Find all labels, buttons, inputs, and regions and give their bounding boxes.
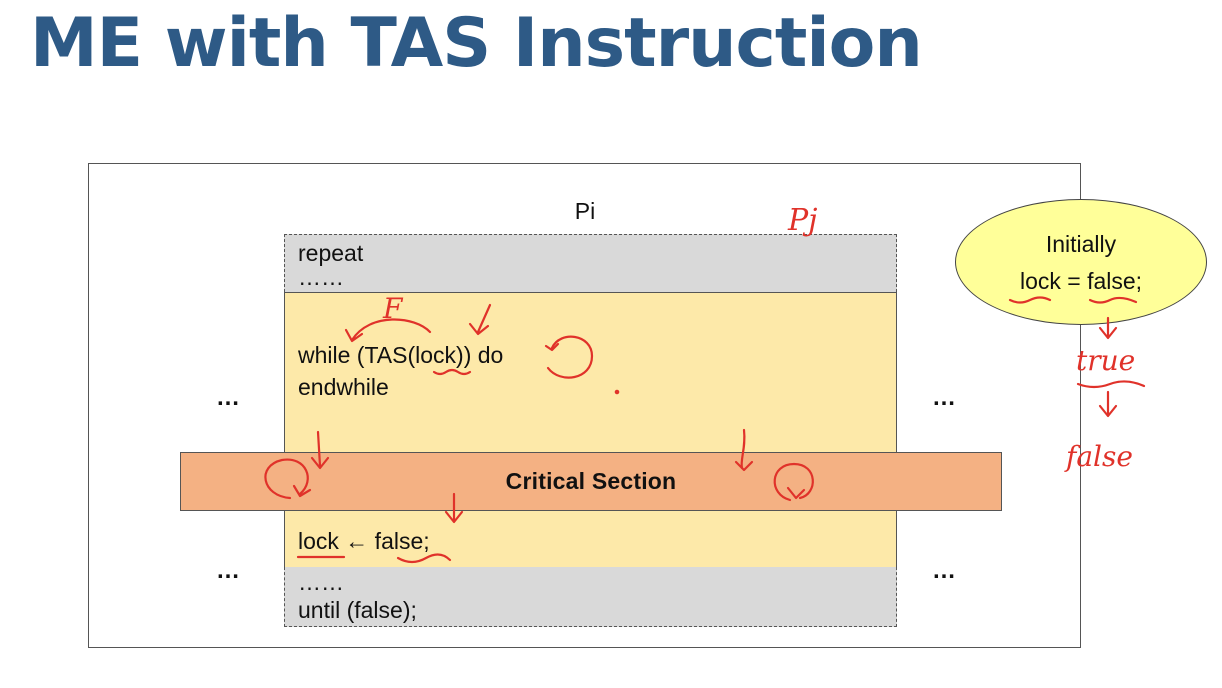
critical-section-label: Critical Section [505,468,677,494]
process-label: Pi [574,198,596,224]
side-dots-right-bottom: … [932,557,957,584]
ink-arrowhead-state-1 [1098,326,1118,340]
side-dots-left-top: … [216,384,241,411]
callout-lock-false: lock = false; [1019,268,1143,294]
entry-section-block [284,234,897,292]
code-repeat: repeat [298,240,364,266]
slide-title: ME with TAS Instruction [30,4,923,83]
initial-value-callout [955,199,1207,325]
ink-arrowhead-state-2 [1098,404,1118,418]
code-dots-bottom: …… [298,569,344,595]
tas-code-block [284,292,897,568]
side-dots-left-bottom: … [216,557,241,584]
side-dots-right-top: … [932,384,957,411]
remainder-section-block [284,567,897,627]
callout-initially: Initially [1045,231,1117,257]
code-until: until (false); [298,597,417,623]
critical-section-bar: Critical Section [180,452,1002,511]
code-while: while (TAS(lock)) do [298,342,504,368]
code-dots-top: …… [298,264,344,290]
ink-underline-true [1076,380,1146,389]
code-endwhile: endwhile [298,374,389,400]
code-lock-release: lock ← false; [298,528,430,554]
ink-true-text: true [1076,344,1135,377]
